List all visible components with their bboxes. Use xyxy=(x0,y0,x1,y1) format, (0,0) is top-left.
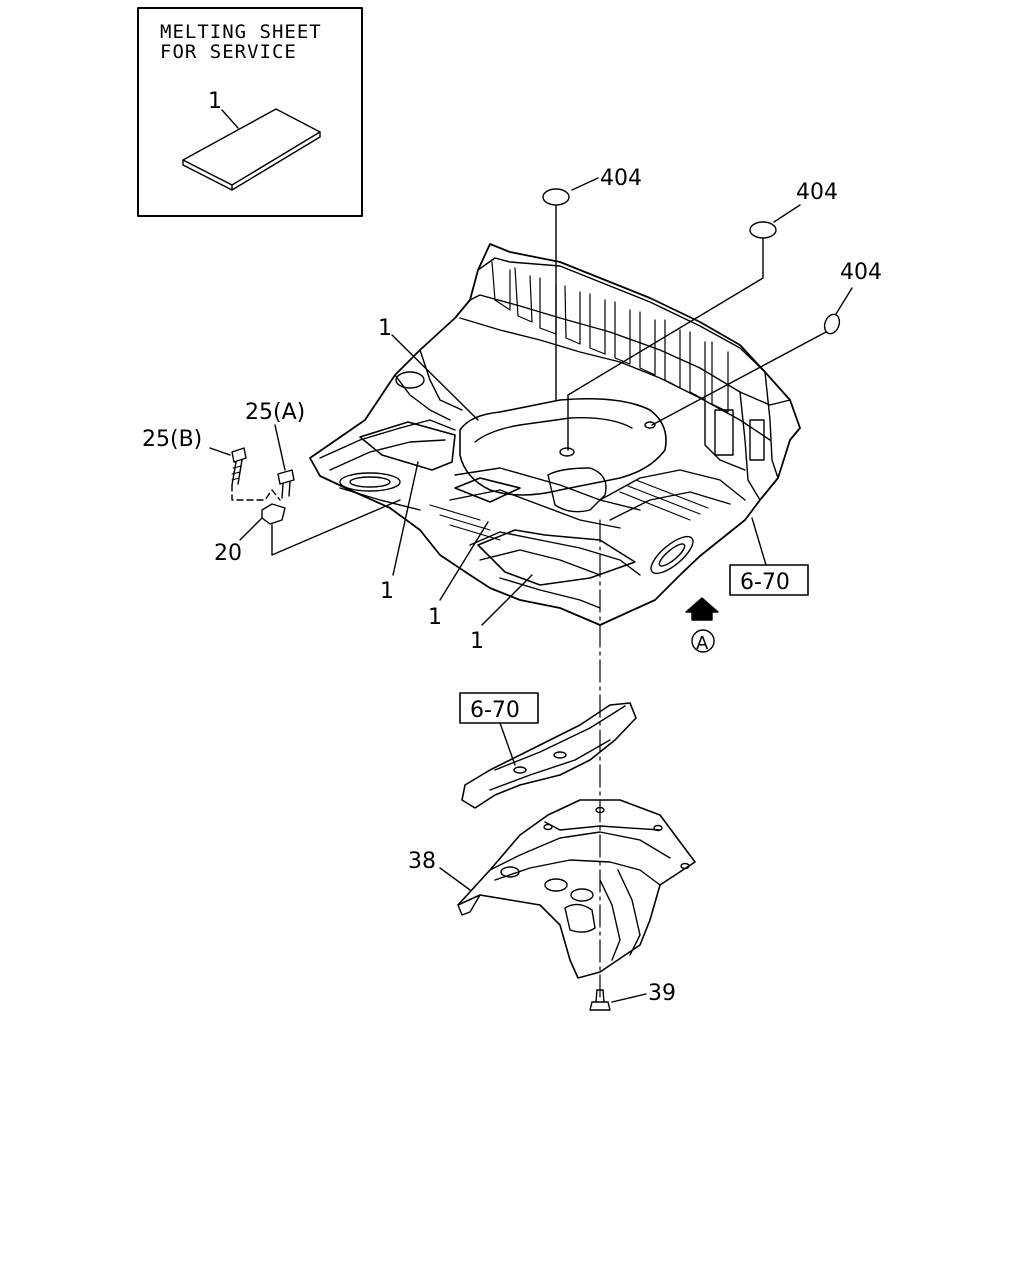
plug-404-c[interactable] xyxy=(651,287,853,426)
plug-404-a[interactable] xyxy=(542,177,599,401)
service-box-title-line1: MELTING SHEET xyxy=(160,21,322,43)
label-404-a[interactable]: 404 xyxy=(600,166,642,191)
label-404-b[interactable]: 404 xyxy=(796,180,838,205)
view-a-arrow[interactable]: A xyxy=(685,597,719,654)
label-part-1-a[interactable]: 1 xyxy=(380,579,394,604)
label-20[interactable]: 20 xyxy=(214,541,242,566)
label-part-1-c[interactable]: 1 xyxy=(470,629,484,654)
ref-6-70-lower-label: 6-70 xyxy=(470,698,520,723)
label-part-1-b[interactable]: 1 xyxy=(428,605,442,630)
ref-6-70-lower[interactable]: 6-70 xyxy=(459,692,539,766)
melting-sheets-on-floor xyxy=(359,421,636,586)
bracket-20[interactable] xyxy=(231,484,401,556)
label-25b[interactable]: 25(B) xyxy=(142,427,202,452)
melting-sheet-front xyxy=(477,529,636,586)
label-part-1-upper[interactable]: 1 xyxy=(378,316,392,341)
service-kit-box: MELTING SHEET FOR SERVICE 1 xyxy=(137,7,363,217)
view-a-label: A xyxy=(696,633,709,654)
crossmember-6-70[interactable] xyxy=(461,702,637,809)
label-38[interactable]: 38 xyxy=(408,849,436,874)
part-1-leaders xyxy=(391,334,533,626)
melting-sheet-center xyxy=(454,477,521,503)
service-box-title-line2: FOR SERVICE xyxy=(160,41,297,63)
bolt-25a[interactable] xyxy=(274,424,295,499)
rear-floor-panel-38[interactable] xyxy=(439,799,696,979)
melting-sheet-part[interactable] xyxy=(182,108,321,191)
service-box-item-label[interactable]: 1 xyxy=(208,89,222,114)
ref-6-70-upper-label: 6-70 xyxy=(740,570,790,595)
bolt-25b[interactable] xyxy=(209,447,247,486)
label-404-c[interactable]: 404 xyxy=(840,260,882,285)
floor-panel-assembly xyxy=(309,243,801,626)
screw-39[interactable] xyxy=(589,989,647,1011)
callout-labels: 404 404 404 1 25(A) 25(B) 20 1 1 1 38 39 xyxy=(142,166,882,1006)
label-39[interactable]: 39 xyxy=(648,981,676,1006)
label-25a[interactable]: 25(A) xyxy=(245,400,305,425)
melting-sheet-left xyxy=(359,421,456,471)
ref-6-70-upper[interactable]: 6-70 xyxy=(729,517,809,596)
plug-404-b[interactable] xyxy=(567,204,801,396)
